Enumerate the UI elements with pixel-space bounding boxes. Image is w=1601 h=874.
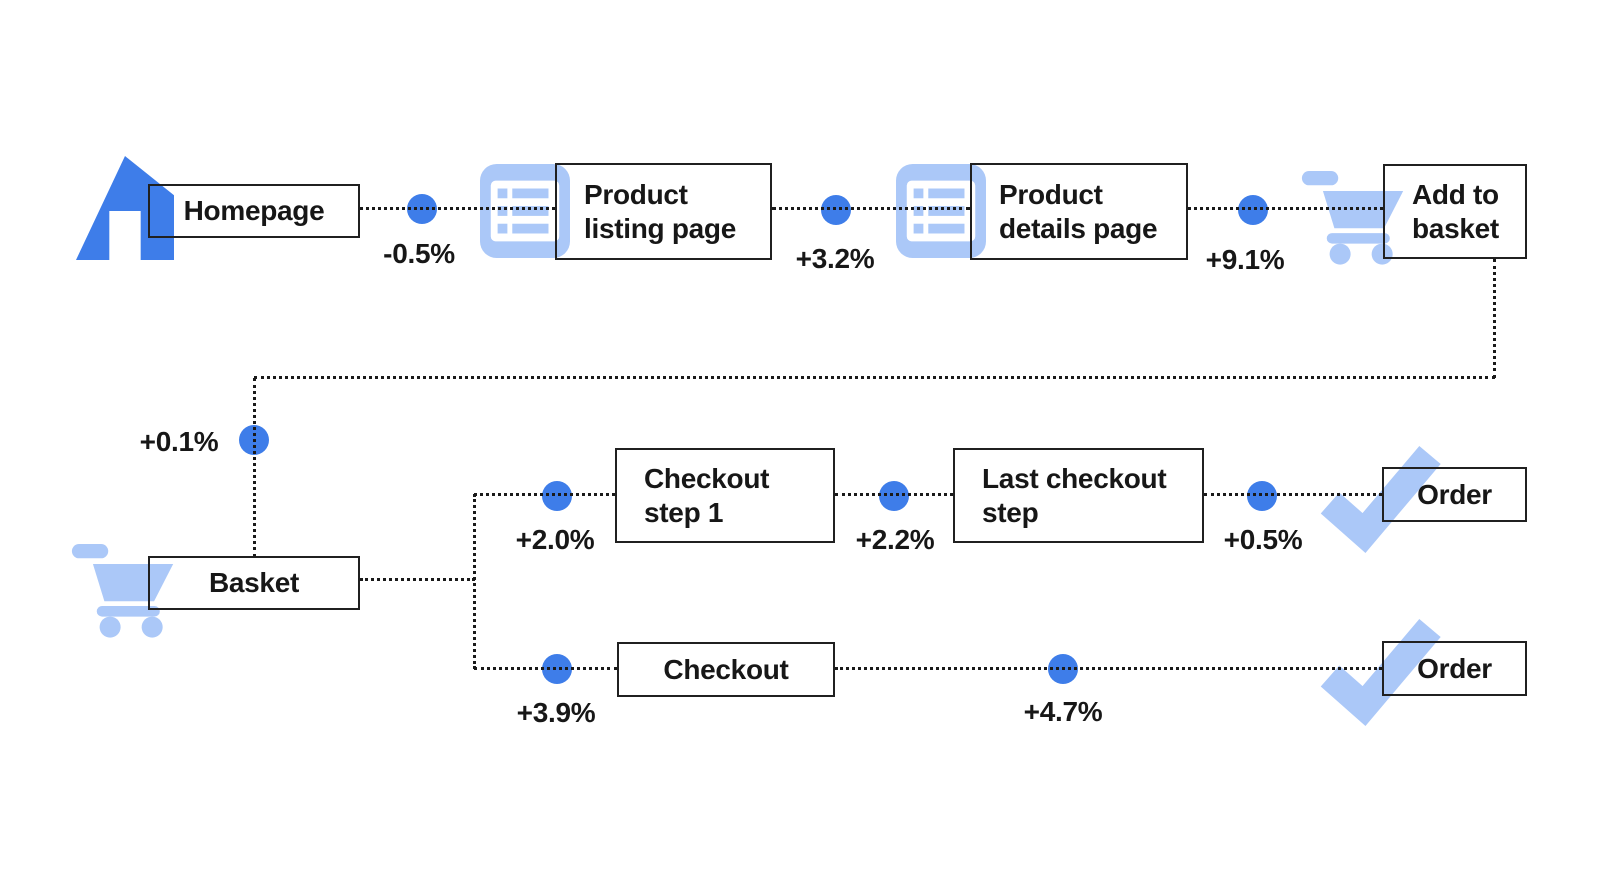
- connector-line: [1204, 493, 1382, 496]
- flow-dot: [542, 481, 572, 511]
- node-label: Checkout step 1: [644, 462, 770, 528]
- list-icon: [480, 163, 570, 259]
- node-label: Add to basket: [1412, 178, 1499, 244]
- connector-line: [360, 578, 475, 581]
- node-label: Product listing page: [584, 178, 736, 244]
- connector-line: [835, 493, 953, 496]
- node-fill-add-to-basket: [1383, 164, 1527, 259]
- node-checkout-step-1: Checkout step 1: [615, 448, 835, 543]
- list-icon: [896, 163, 986, 259]
- node-order-bottom: Order: [1382, 641, 1527, 696]
- node-product-details-page: Product details page: [970, 163, 1188, 260]
- node-label: Product details page: [999, 178, 1158, 244]
- connector-line: [835, 667, 1382, 670]
- node-fill-homepage: [148, 184, 360, 238]
- connector-line: [772, 207, 970, 210]
- node-fill-basket: [148, 556, 360, 610]
- node-basket: Basket: [148, 556, 360, 610]
- node-label: Homepage: [183, 195, 325, 226]
- connector-line: [360, 207, 555, 210]
- cart-icon: [70, 536, 177, 638]
- connector-line: [254, 376, 1495, 379]
- node-fill-checkout: [617, 642, 835, 697]
- node-label: Last checkout step: [982, 462, 1167, 528]
- edge-delta-label: +2.2%: [855, 524, 935, 555]
- connector-line: [1493, 259, 1496, 378]
- connector-line: [1188, 207, 1383, 210]
- flow-dot: [1238, 195, 1268, 225]
- node-checkout: Checkout: [617, 642, 835, 697]
- connector-line: [473, 494, 476, 669]
- node-fill-product-details: [970, 163, 1188, 260]
- node-label: Order: [1417, 478, 1492, 510]
- node-product-listing-page: Product listing page: [555, 163, 772, 260]
- node-last-checkout-step: Last checkout step: [953, 448, 1204, 543]
- flow-dot: [879, 481, 909, 511]
- edge-delta-label: +0.1%: [139, 426, 219, 457]
- edge-delta-label: -0.5%: [383, 238, 455, 269]
- connector-line: [474, 667, 617, 670]
- node-fill-product-listing: [555, 163, 772, 260]
- connector-line: [253, 378, 256, 557]
- edge-delta-label: +3.2%: [795, 243, 875, 274]
- node-add-to-basket: Add to basket: [1383, 164, 1527, 259]
- node-label: Checkout: [663, 653, 789, 685]
- edge-delta-label: +2.0%: [515, 524, 595, 555]
- flow-dot: [821, 195, 851, 225]
- node-fill-checkout-step-1: [615, 448, 835, 543]
- node-label: Order: [1417, 652, 1492, 684]
- check-icon: [1318, 445, 1442, 553]
- connector-line: [474, 493, 615, 496]
- edge-delta-label: +9.1%: [1205, 244, 1285, 275]
- check-icon: [1318, 618, 1442, 726]
- flow-dot: [1247, 481, 1277, 511]
- node-label: Basket: [208, 567, 300, 598]
- node-order-top: Order: [1382, 467, 1527, 522]
- node-homepage: Homepage: [148, 184, 360, 238]
- edge-delta-label: +4.7%: [1023, 696, 1103, 727]
- node-fill-last-checkout-step: [953, 448, 1204, 543]
- edge-delta-label: +3.9%: [516, 697, 596, 728]
- edge-delta-label: +0.5%: [1223, 524, 1303, 555]
